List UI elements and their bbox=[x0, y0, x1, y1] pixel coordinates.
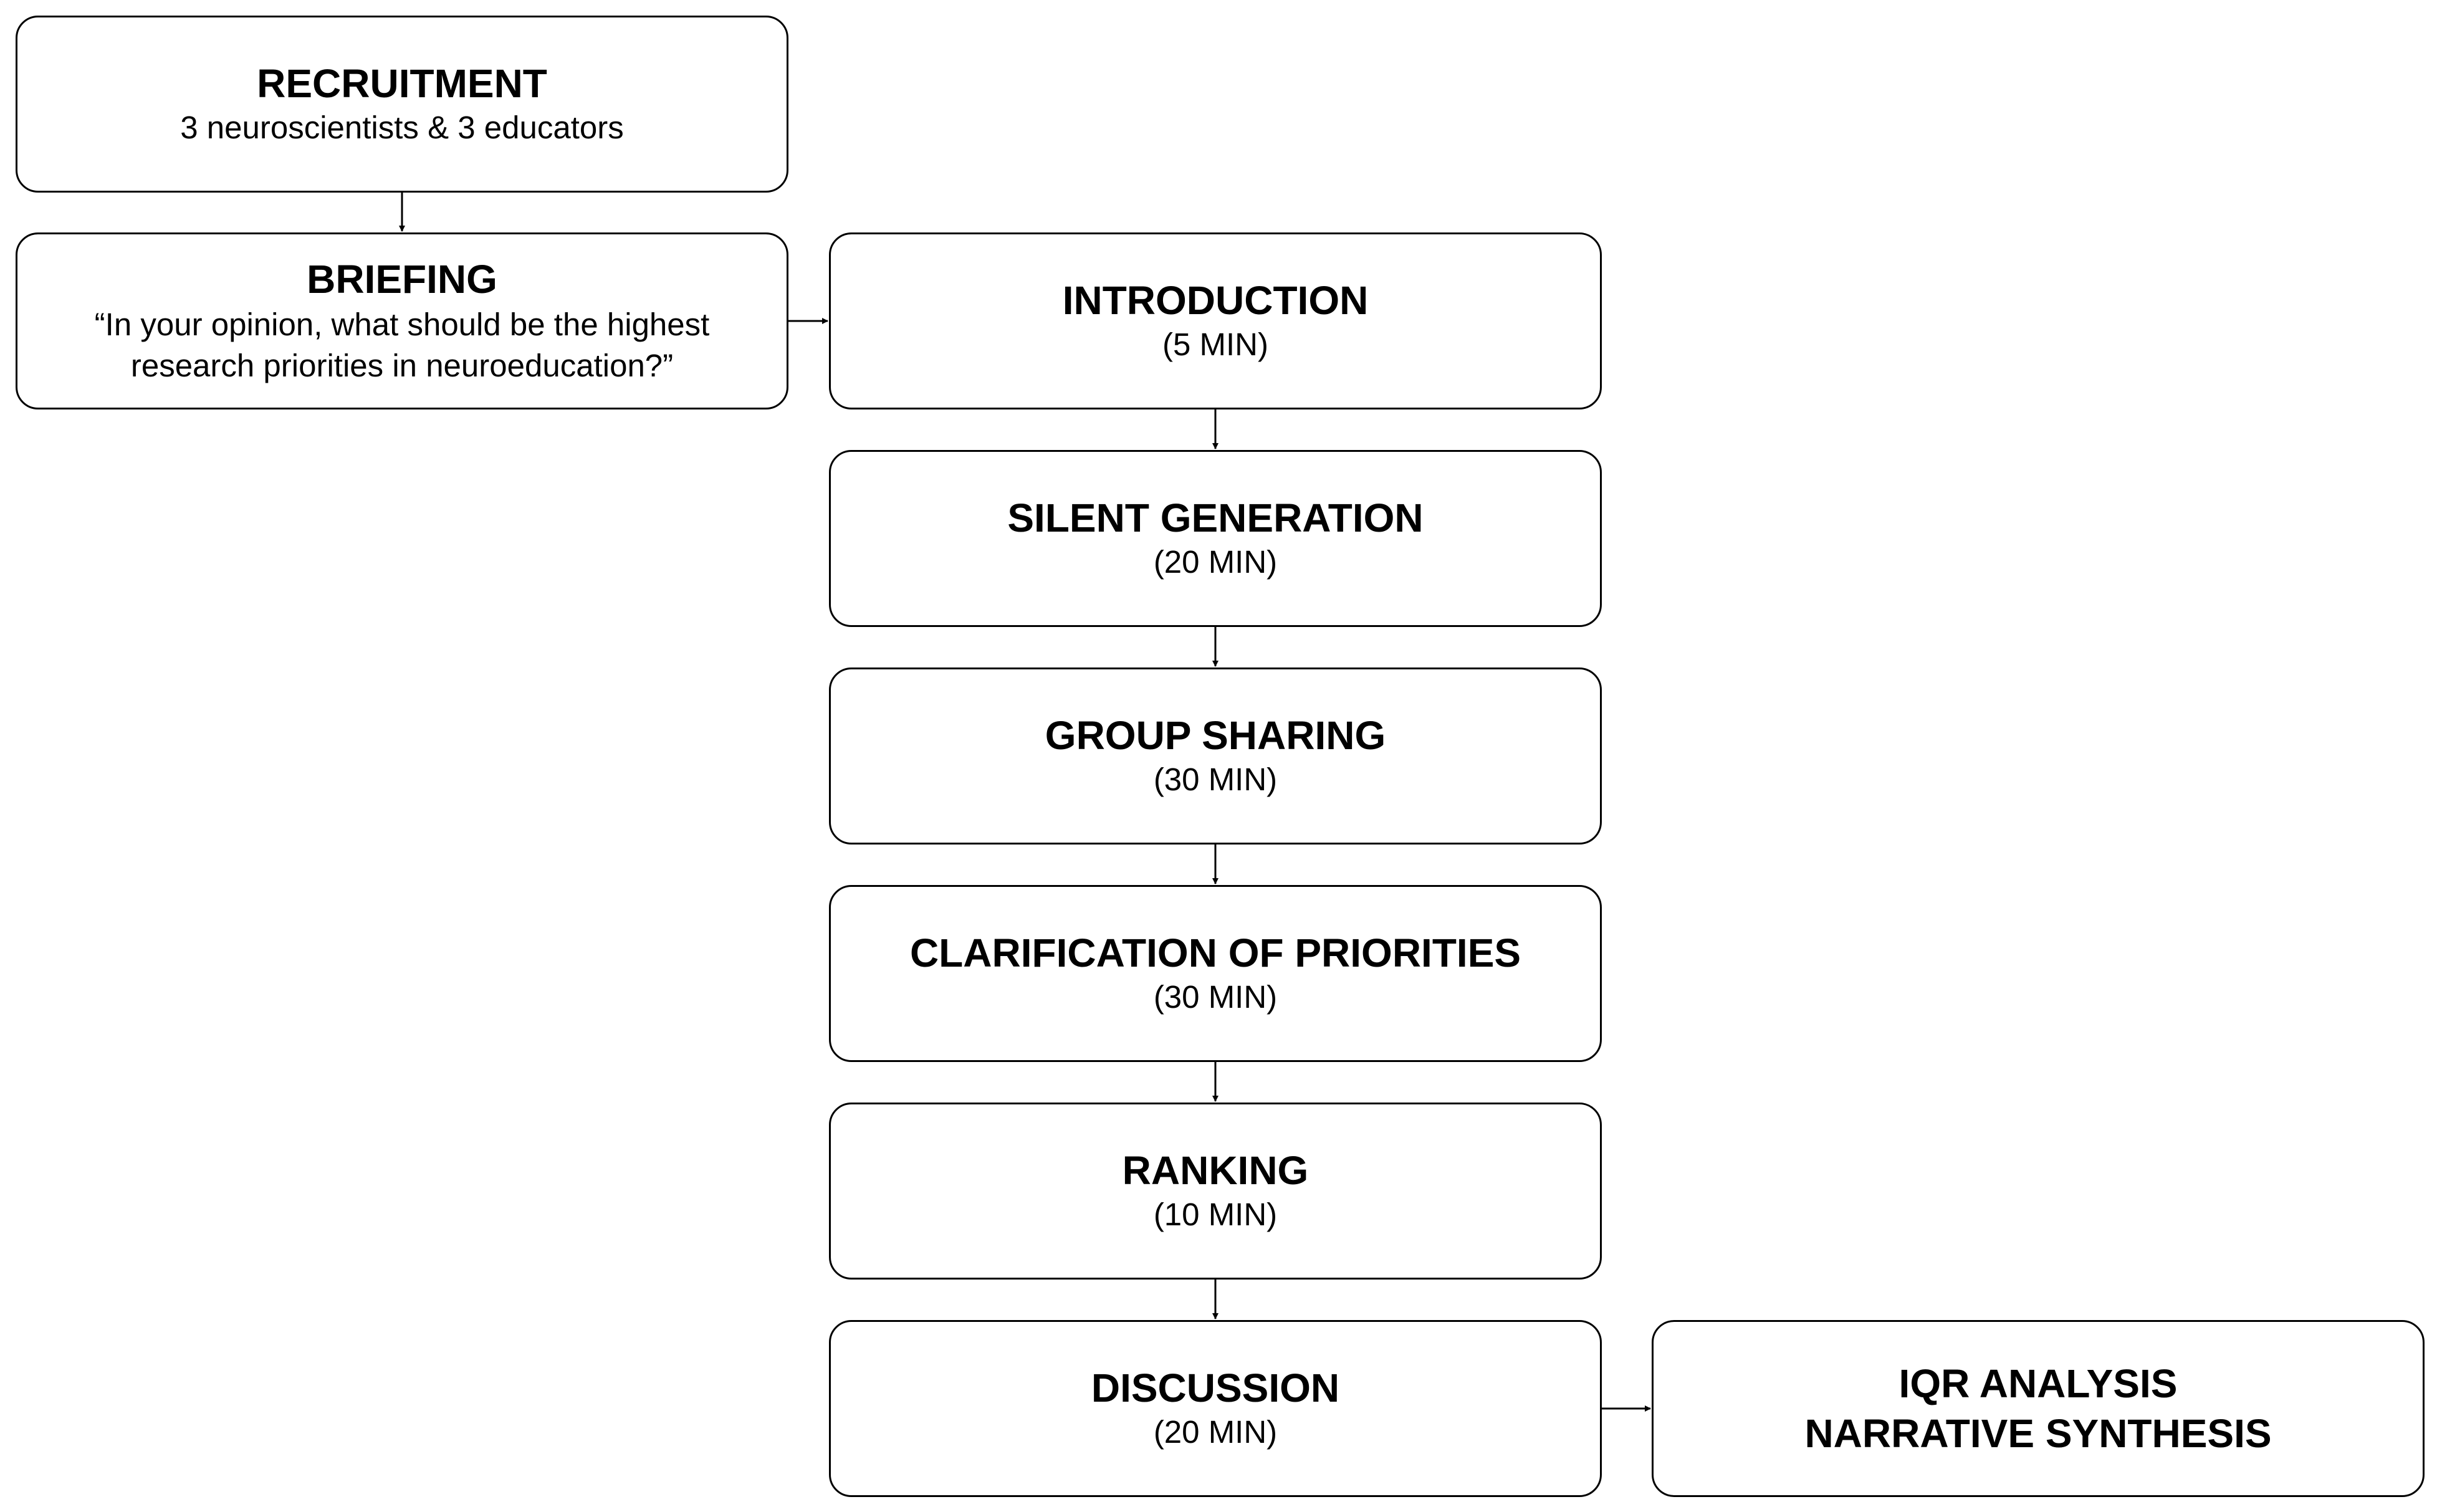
step-title: INTRODUCTION bbox=[1062, 278, 1369, 323]
step-duration: (5 MIN) bbox=[1162, 327, 1268, 362]
step-title: SILENT GENERATION bbox=[1007, 495, 1424, 540]
step-discussion-box: DISCUSSION (20 MIN) bbox=[829, 1320, 1602, 1497]
step-group-sharing-box: GROUP SHARING (30 MIN) bbox=[829, 667, 1602, 845]
step-duration: (20 MIN) bbox=[1153, 1414, 1278, 1450]
step-clarification-box: CLARIFICATION OF PRIORITIES (30 MIN) bbox=[829, 885, 1602, 1062]
step-title: RANKING bbox=[1122, 1148, 1309, 1193]
recruitment-subtitle: 3 neuroscientists & 3 educators bbox=[180, 110, 624, 145]
recruitment-box: RECRUITMENT 3 neuroscientists & 3 educat… bbox=[16, 16, 788, 193]
step-silent-generation-box: SILENT GENERATION (20 MIN) bbox=[829, 450, 1602, 627]
step-title: GROUP SHARING bbox=[1045, 713, 1386, 758]
step-introduction-box: INTRODUCTION (5 MIN) bbox=[829, 232, 1602, 409]
analysis-box: IQR ANALYSIS NARRATIVE SYNTHESIS bbox=[1652, 1320, 2425, 1497]
briefing-question-line-1: “In your opinion, what should be the hig… bbox=[94, 307, 710, 342]
recruitment-title: RECRUITMENT bbox=[257, 61, 547, 106]
analysis-line-1: IQR ANALYSIS bbox=[1898, 1361, 2178, 1406]
step-duration: (10 MIN) bbox=[1153, 1197, 1278, 1232]
briefing-box: BRIEFING “In your opinion, what should b… bbox=[16, 232, 788, 409]
step-title: CLARIFICATION OF PRIORITIES bbox=[909, 931, 1521, 975]
step-duration: (20 MIN) bbox=[1153, 544, 1278, 580]
step-duration: (30 MIN) bbox=[1153, 762, 1278, 797]
step-duration: (30 MIN) bbox=[1153, 979, 1278, 1015]
briefing-question-line-2: research priorities in neuroeducation?” bbox=[130, 348, 674, 383]
analysis-line-2: NARRATIVE SYNTHESIS bbox=[1804, 1411, 2272, 1456]
briefing-title: BRIEFING bbox=[307, 257, 497, 302]
step-ranking-box: RANKING (10 MIN) bbox=[829, 1103, 1602, 1280]
step-title: DISCUSSION bbox=[1091, 1366, 1340, 1410]
